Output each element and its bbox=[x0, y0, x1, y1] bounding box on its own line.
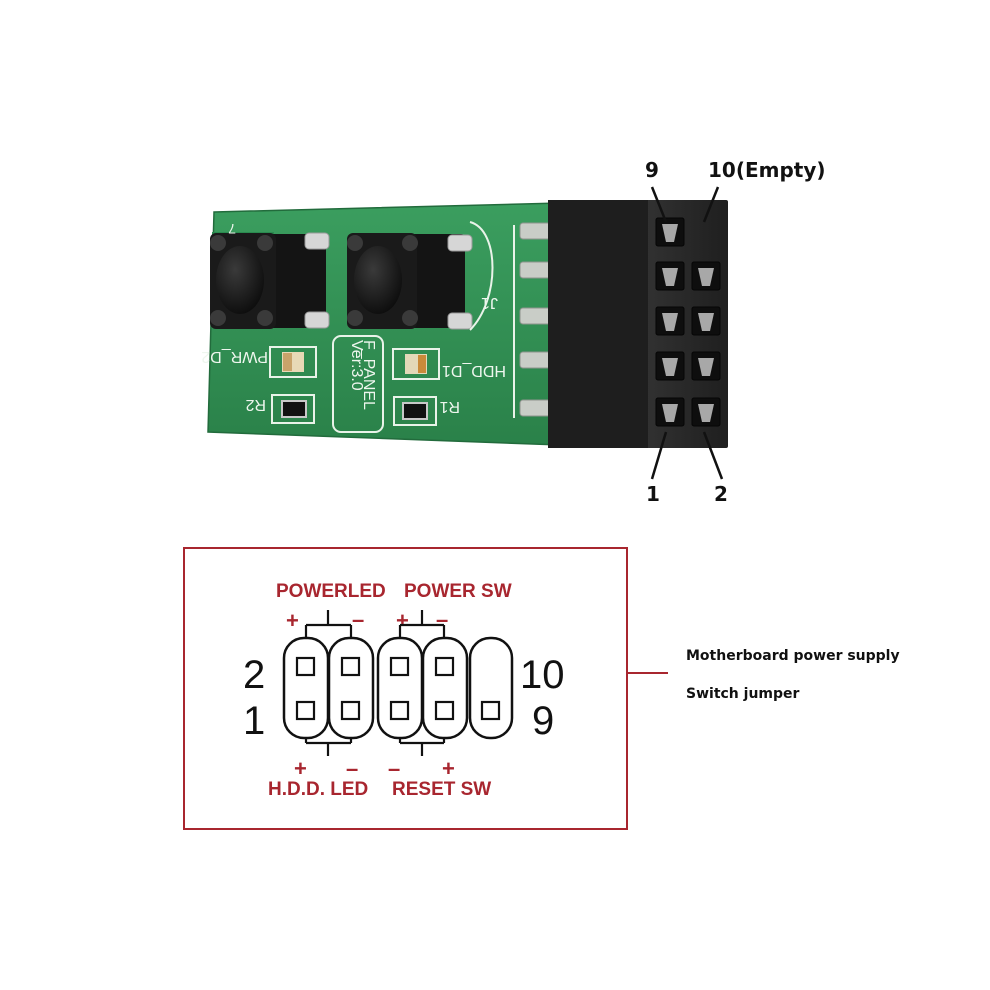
led-hdd-d1 bbox=[392, 348, 440, 380]
switch-2 bbox=[347, 233, 473, 330]
silk-panel-box: F_PANEL Ver:3.0 bbox=[332, 335, 384, 433]
callout-pin-9: 9 bbox=[645, 158, 659, 182]
label-reset-sw: RESET SW bbox=[392, 779, 491, 800]
label-powersw: POWER SW bbox=[404, 581, 512, 602]
label-hdd-led: H.D.D. LED bbox=[268, 779, 368, 800]
silk-r1: R1 bbox=[439, 398, 460, 415]
resistor-r2 bbox=[271, 394, 315, 424]
pin-housings bbox=[282, 636, 514, 740]
plus-powerled: + bbox=[286, 608, 299, 633]
plus-reset: + bbox=[442, 756, 455, 781]
silk-r2: R2 bbox=[245, 396, 266, 413]
note-line-1: Motherboard power supply bbox=[686, 648, 900, 664]
silk-j1: J1 bbox=[481, 294, 498, 311]
callout-pin-10: 10(Empty) bbox=[708, 158, 826, 182]
minus-powerled: – bbox=[352, 607, 364, 632]
pcb-board-illustration: PWR_D2 R2 HDD_D1 R1 J1 7 F_PANEL Ver:3.0 bbox=[201, 186, 728, 480]
row-label-2: 2 bbox=[243, 653, 265, 697]
pin-header bbox=[548, 200, 728, 448]
row-label-1: 1 bbox=[243, 699, 265, 743]
callout-lines bbox=[650, 186, 724, 480]
led-pwr-d2 bbox=[269, 346, 317, 378]
minus-hdd: – bbox=[346, 756, 358, 781]
plus-hdd: + bbox=[294, 756, 307, 781]
callout-pin-1: 1 bbox=[646, 482, 660, 506]
label-powerled: POWERLED bbox=[276, 581, 386, 602]
silk-hdd-d1: HDD_D1 bbox=[442, 362, 506, 379]
resistor-r1 bbox=[393, 396, 437, 426]
minus-reset: – bbox=[388, 756, 400, 781]
silk-pwr-d2: PWR_D2 bbox=[201, 348, 268, 365]
pinout-diagram: POWERLED POWER SW H.D.D. LED RESET SW + … bbox=[183, 547, 668, 830]
minus-powersw: – bbox=[436, 607, 448, 632]
row-label-10: 10 bbox=[520, 653, 565, 697]
pin-squares bbox=[295, 656, 501, 721]
silk-panel: F_PANEL bbox=[360, 340, 377, 410]
callout-pin-2: 2 bbox=[714, 482, 728, 506]
silk-version: Ver:3.0 bbox=[348, 340, 365, 391]
switch-1 bbox=[210, 232, 330, 329]
row-label-9: 9 bbox=[532, 699, 554, 743]
silk-button-mark: 7 bbox=[228, 221, 236, 237]
plus-powersw: + bbox=[396, 608, 409, 633]
note-line-2: Switch jumper bbox=[686, 686, 800, 702]
